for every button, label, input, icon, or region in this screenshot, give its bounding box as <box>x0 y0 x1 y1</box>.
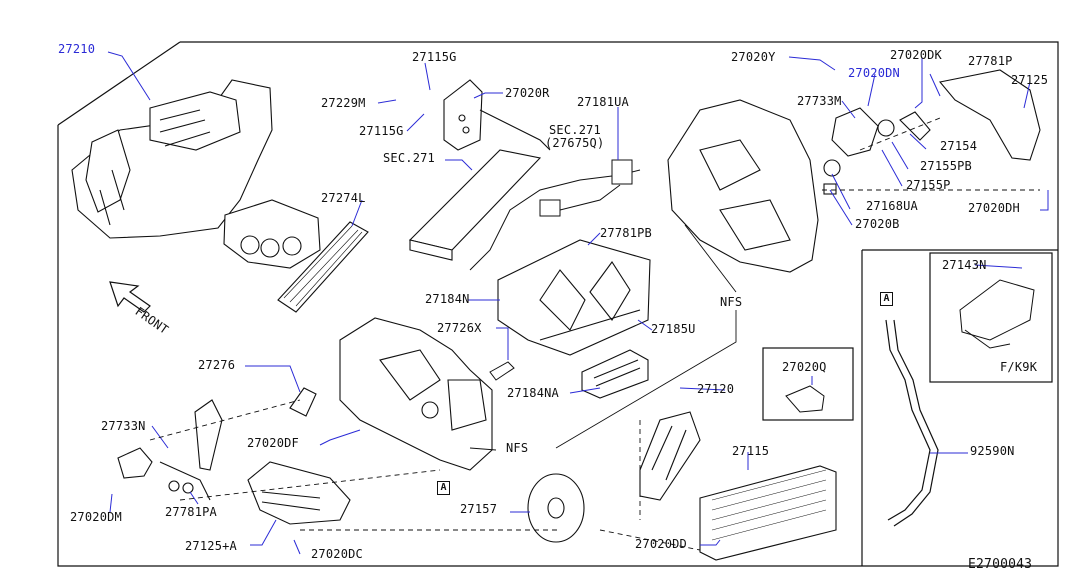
blower-case-illustration <box>667 99 819 273</box>
part-label: 27020DF <box>247 436 299 450</box>
part-label: 27020DD <box>635 537 687 551</box>
part-label: 27229M <box>321 96 366 110</box>
cabin-filter-illustration <box>408 149 542 261</box>
part-label: 27020DC <box>311 547 363 561</box>
part-label: 27181UA <box>577 95 629 109</box>
part-label: 27125 <box>1011 73 1049 87</box>
part-label: 27157 <box>460 502 498 516</box>
part-label: 27781PA <box>165 505 217 519</box>
part-label: 27155P <box>906 178 951 192</box>
blower-fan-illustration <box>527 473 585 543</box>
duct-illustration <box>443 79 551 151</box>
part-label: 27726X <box>437 321 482 335</box>
part-label: 27115G <box>412 50 457 64</box>
diagram-code: E2700043 <box>968 557 1033 572</box>
part-label: 27781P <box>968 54 1013 68</box>
part-label: 27120 <box>697 382 735 396</box>
detail-part-label: 27020Q <box>782 360 827 374</box>
part-label: 27274L <box>321 191 366 205</box>
inset-box <box>929 252 1053 383</box>
aspirator-illustration <box>489 361 515 381</box>
nfs-label: NFS <box>720 295 743 309</box>
mode-door-illustration <box>497 239 651 356</box>
part-label: 92590N <box>970 444 1015 458</box>
drain-hose-illustration <box>885 319 939 527</box>
vehicle-note: F/K9K <box>1000 360 1038 374</box>
section-ref: SEC.271 <box>383 151 435 165</box>
part-label: 27185U <box>651 322 696 336</box>
part-label: 27733N <box>101 419 146 433</box>
nfs-label: NFS <box>506 441 529 455</box>
part-label: 27020DK <box>890 48 942 62</box>
part-label: 27210 <box>58 42 96 56</box>
main-frame <box>180 41 1059 398</box>
front-arrow-icon <box>109 281 151 313</box>
sensor-illustration <box>289 387 317 417</box>
part-label: 27020DN <box>848 66 900 80</box>
part-label: 27154 <box>940 139 978 153</box>
wiring-illustration <box>469 159 641 271</box>
part-label: 27781PB <box>600 226 652 240</box>
part-label: 27115G <box>359 124 404 138</box>
nfs-leader-lines <box>469 224 737 451</box>
part-label: 27276 <box>198 358 236 372</box>
hvac-unit-illustration <box>71 79 321 269</box>
part-label: 27168UA <box>866 199 918 213</box>
part-label: 27020Y <box>731 50 776 64</box>
cover-illustration <box>247 461 351 525</box>
part-label: 27020DM <box>70 510 122 524</box>
assembly-dashed-lines <box>149 117 1040 551</box>
part-label: 27184NA <box>507 386 559 400</box>
part-label: 27020R <box>505 86 550 100</box>
connector-marker-a: A <box>437 481 450 495</box>
part-label: 27115 <box>732 444 770 458</box>
part-label: 27155PB <box>920 159 972 173</box>
leader-lines <box>107 51 1049 555</box>
section-ref: SEC.271 <box>549 123 601 137</box>
detail-box <box>762 347 854 421</box>
inset-illustration <box>959 279 1035 349</box>
section-ref: (27675Q) <box>545 136 605 150</box>
clip-illustration <box>785 385 825 413</box>
actuator-illustration <box>823 69 1041 195</box>
heater-case-illustration <box>339 317 493 471</box>
part-label: 27020DH <box>968 201 1020 215</box>
vent-illustration <box>581 349 649 399</box>
part-label: 27733M <box>797 94 842 108</box>
connector-marker-a: A <box>880 292 893 306</box>
filter-illustration <box>277 221 369 313</box>
part-label: 27184N <box>425 292 470 306</box>
inset-part-label: 27143N <box>942 258 987 272</box>
part-label: 27020B <box>855 217 900 231</box>
left-actuator-illustration <box>117 399 223 501</box>
part-label: 27125+A <box>185 539 237 553</box>
